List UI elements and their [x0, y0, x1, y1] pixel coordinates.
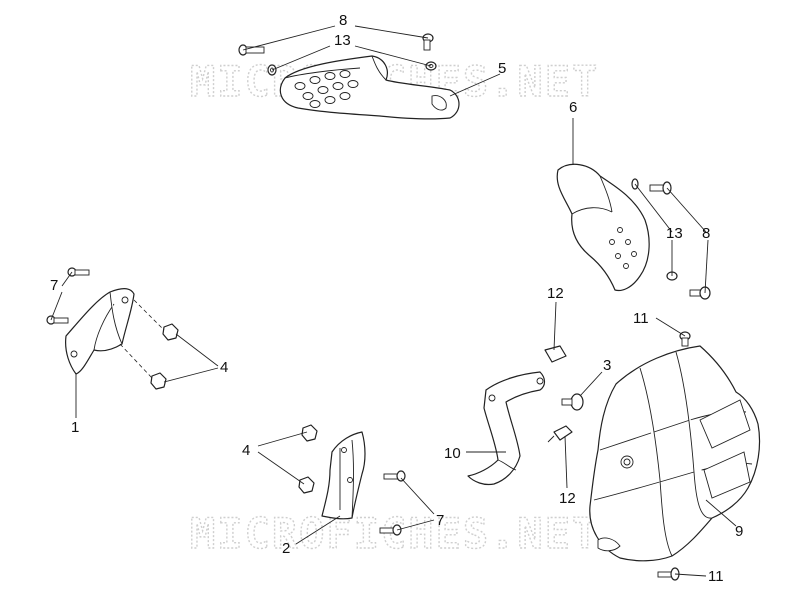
callout-9: 9 [735, 523, 743, 540]
callout-6: 6 [569, 99, 577, 116]
leader-lines [50, 25, 737, 577]
heat-shield-part-6 [556, 163, 650, 292]
callout-12-bottom: 12 [559, 490, 576, 507]
callout-12-top: 12 [547, 285, 564, 302]
clip-part-12-bottom [547, 425, 573, 443]
callout-8-top: 8 [339, 12, 347, 29]
callout-13-top: 13 [334, 32, 351, 49]
callout-11-bottom: 11 [708, 568, 724, 585]
callout-7-bottom: 7 [436, 512, 444, 529]
callout-4-left: 4 [220, 359, 228, 376]
bracket-part-1 [65, 287, 135, 375]
callout-labels: 8 13 5 6 13 8 7 4 1 12 3 11 4 10 12 9 7 … [50, 12, 743, 585]
callout-7-left: 7 [50, 277, 58, 294]
screw-part-3 [561, 393, 584, 411]
bracket-part-2 [321, 431, 366, 520]
callout-5: 5 [498, 60, 506, 77]
screw-part-7-left-bottom [46, 315, 69, 325]
screw-part-7-bottom-top [383, 470, 406, 482]
callout-10: 10 [444, 445, 461, 462]
callout-11-top: 11 [633, 310, 649, 327]
heat-shield-part-5 [279, 55, 460, 120]
callout-8-right: 8 [702, 225, 710, 242]
callout-4-bottom: 4 [242, 442, 250, 459]
callout-13-right: 13 [666, 225, 683, 242]
nut-part-4-bottom-top [301, 424, 318, 442]
screw-part-7-left-top [67, 267, 90, 277]
callout-2: 2 [282, 540, 290, 557]
nut-part-4-bottom-bottom [298, 476, 315, 494]
screw-part-8-top-left [238, 44, 265, 56]
screw-part-8-right-bottom [689, 286, 711, 300]
nut-part-4-left-top [162, 323, 179, 341]
cover-part-9 [589, 345, 761, 562]
callout-3: 3 [603, 357, 611, 374]
bracket-part-10 [467, 371, 546, 486]
screw-part-8-right-top [649, 181, 672, 195]
screw-part-8-top-right [422, 33, 434, 51]
clip-part-12-top [544, 345, 567, 363]
nut-part-4-left-bottom [150, 372, 167, 390]
callout-1: 1 [71, 419, 79, 436]
